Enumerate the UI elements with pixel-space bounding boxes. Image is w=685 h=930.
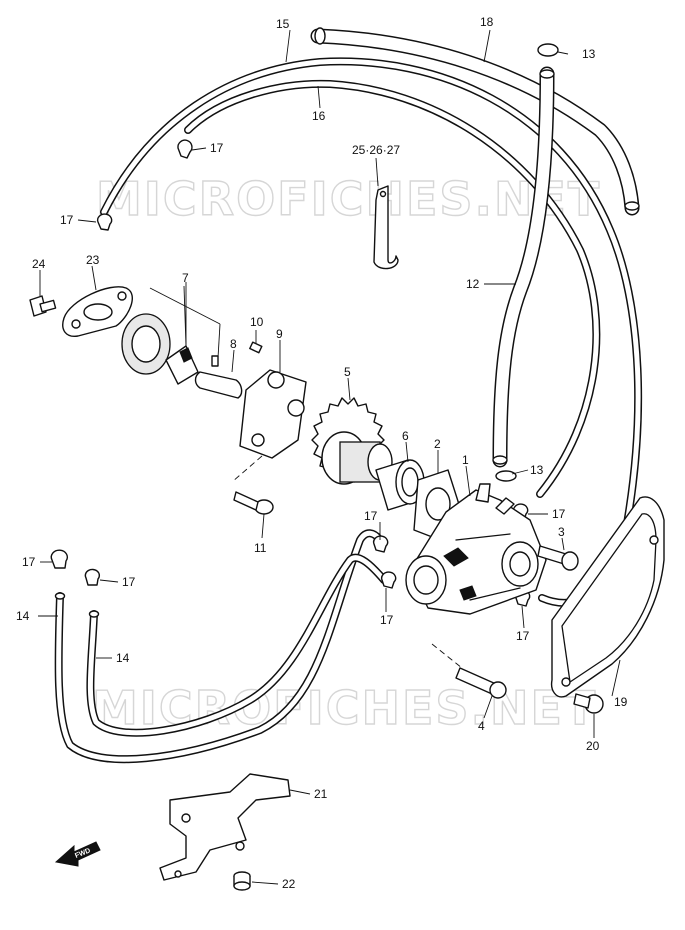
callout-13-mid: 13 [530, 463, 544, 477]
callout-17-d: 17 [122, 575, 136, 589]
callout-17-g: 17 [552, 507, 566, 521]
cover-19 [550, 496, 665, 698]
callout-19: 19 [614, 695, 628, 709]
hose-18 [310, 27, 640, 216]
callout-17-h: 17 [516, 629, 530, 643]
clamp-17-f [380, 571, 397, 589]
callout-20: 20 [586, 739, 600, 753]
callout-24: 24 [32, 257, 46, 271]
bolt-24 [29, 295, 57, 317]
callout-9: 9 [276, 327, 283, 341]
callout-14-left: 14 [16, 609, 30, 623]
clamp-17-c [50, 549, 69, 569]
bolt-4 [455, 667, 507, 699]
watermark-top: MICROFICHES.NET [96, 172, 601, 226]
washer-13-mid [495, 470, 517, 482]
rotor-7 [121, 285, 221, 385]
callout-labels: 15 18 13 16 17 25·26·27 17 24 23 7 12 10… [16, 15, 628, 891]
clamp-17-e [372, 535, 389, 553]
callout-4: 4 [478, 719, 485, 733]
callout-25-26-27: 25·26·27 [352, 143, 400, 157]
oil-pump-body-1 [405, 483, 547, 669]
callout-13-top: 13 [582, 47, 596, 61]
callout-3: 3 [558, 525, 565, 539]
callout-1: 1 [462, 453, 469, 467]
bracket-25-26-27 [373, 185, 399, 270]
callout-2: 2 [434, 437, 441, 451]
fwd-direction-arrow: FWD [54, 841, 101, 867]
callout-6: 6 [402, 429, 409, 443]
washer-13-top [537, 43, 559, 57]
cover-plate-23 [62, 286, 133, 337]
callout-10: 10 [250, 315, 264, 329]
screw-20 [573, 693, 604, 714]
screw-3 [537, 545, 579, 571]
callout-17-b: 17 [60, 213, 74, 227]
callout-11: 11 [254, 541, 267, 555]
callout-5: 5 [344, 365, 351, 379]
callout-21: 21 [314, 787, 328, 801]
clamp-17-d [84, 568, 101, 586]
callout-17-a: 17 [210, 141, 224, 155]
callout-17-f: 17 [380, 613, 394, 627]
pump-cover-9 [231, 369, 307, 483]
bracket-21 [159, 773, 291, 881]
leader-lines [38, 29, 621, 885]
bolt-22 [233, 871, 251, 891]
callout-14-right: 14 [116, 651, 130, 665]
callout-18: 18 [480, 15, 494, 29]
hose-16 [184, 79, 601, 498]
callout-15: 15 [276, 17, 290, 31]
callout-16: 16 [312, 109, 326, 123]
hose-14-inner [86, 553, 388, 737]
callout-23: 23 [86, 253, 100, 267]
callout-17-e: 17 [364, 509, 378, 523]
screw-11 [233, 491, 274, 515]
hose-12 [492, 66, 555, 468]
shaft-8 [194, 355, 243, 399]
clamp-17-b [96, 213, 113, 231]
clamp-17-a [177, 139, 193, 159]
pin-10 [249, 341, 263, 354]
callout-7: 7 [182, 271, 189, 285]
callout-22: 22 [282, 877, 296, 891]
seal-6 [375, 459, 425, 511]
callout-17-c: 17 [22, 555, 36, 569]
callout-12: 12 [466, 277, 480, 291]
callout-8: 8 [230, 337, 237, 351]
hose-14-outer [54, 529, 384, 764]
